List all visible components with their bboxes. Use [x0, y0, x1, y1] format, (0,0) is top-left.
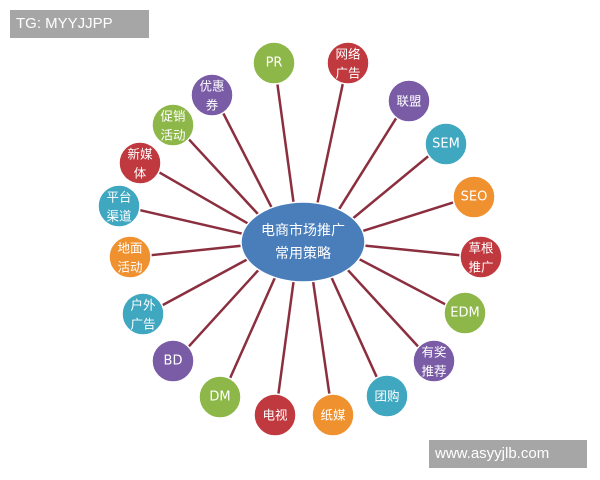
node-circle [424, 122, 468, 166]
connector-line-dm [228, 273, 278, 379]
strategy-node-dm: DM [198, 375, 242, 419]
node-circle [443, 291, 487, 335]
strategy-node-edm: EDM [443, 291, 487, 335]
node-circle [452, 175, 496, 219]
node-label-line-1: 联盟 [396, 94, 421, 109]
node-circle [108, 235, 152, 279]
node-label-line-1: 优惠 [199, 79, 224, 94]
node-label-line-1: 地面 [117, 241, 142, 256]
watermark-bottom: www.asyyjlb.com [429, 440, 587, 468]
strategy-node-print-media: 纸媒 [311, 393, 355, 437]
watermark-top: TG: MYYJJPP [10, 10, 149, 38]
connector-lines [139, 83, 461, 395]
node-label-line-1: 电视 [262, 408, 288, 423]
node-label-line-2: 推广 [468, 260, 493, 275]
node-label-line-2: 广告 [130, 317, 155, 332]
connector-line-bd [187, 265, 263, 348]
node-label-line-1: 新媒 [127, 147, 153, 162]
connector-line-outdoor-ads [161, 255, 253, 307]
node-label-line-1: PR [266, 56, 283, 71]
node-circle [387, 79, 431, 123]
node-label-line-1: 平台 [106, 190, 131, 205]
node-circle [253, 393, 297, 437]
node-circle [459, 235, 503, 279]
connector-line-edm [353, 255, 447, 306]
connector-line-print-media [311, 277, 331, 395]
connector-line-sem [348, 154, 430, 223]
node-circle [121, 292, 165, 336]
node-label-line-1: 纸媒 [320, 408, 346, 423]
connector-line-new-media [158, 171, 254, 228]
node-label-line-2: 活动 [117, 260, 142, 275]
connector-line-alliance [335, 117, 398, 214]
node-label-line-2: 券 [206, 98, 219, 113]
node-label-line-1: 草根 [468, 241, 494, 256]
node-label-line-2: 推荐 [421, 364, 446, 379]
strategy-node-new-media: 新媒体 [118, 141, 162, 185]
connector-line-online-ads [315, 83, 345, 208]
node-circle [151, 339, 195, 383]
strategy-node-seo: SEO [452, 175, 496, 219]
strategy-node-sem: SEM [424, 122, 468, 166]
connector-line-tv [277, 277, 296, 395]
node-label-line-1: 有奖 [421, 345, 446, 360]
center-label-line-2: 常用策略 [275, 245, 331, 262]
strategy-node-tv: 电视 [253, 393, 297, 437]
node-label-line-1: 户外 [130, 298, 156, 313]
connector-line-promotions [187, 138, 263, 219]
node-circle [252, 41, 296, 85]
node-label-line-2: 渠道 [106, 209, 132, 224]
node-label-line-1: BD [164, 354, 183, 369]
node-circle [311, 393, 355, 437]
node-label-line-1: SEO [461, 190, 488, 205]
center-node: 电商市场推广 常用策略 [240, 201, 366, 283]
connector-line-coupons [221, 112, 275, 212]
center-label-line-1: 电商市场推广 [261, 222, 345, 239]
node-circle [365, 374, 409, 418]
node-circle [190, 73, 234, 117]
connector-line-seo [356, 201, 455, 235]
connector-line-platform-channels [139, 208, 249, 237]
node-circle [198, 375, 242, 419]
strategy-node-group-buy: 团购 [365, 374, 409, 418]
connector-line-pr [276, 83, 296, 207]
strategy-node-coupons: 优惠券 [190, 73, 234, 117]
node-label-line-1: 网络 [335, 47, 361, 62]
strategy-node-pr: PR [252, 41, 296, 85]
center-ellipse [240, 201, 366, 283]
node-circle [118, 141, 162, 185]
node-label-line-1: 促销 [160, 109, 185, 124]
node-label-line-1: 团购 [374, 389, 399, 404]
node-label-line-2: 广告 [335, 66, 360, 81]
node-label-line-2: 体 [134, 166, 147, 181]
node-label-line-1: DM [209, 390, 230, 405]
strategy-node-bd: BD [151, 339, 195, 383]
connector-line-ground-events [150, 243, 248, 257]
connector-line-referral [343, 265, 420, 348]
node-circle [326, 41, 370, 85]
strategy-nodes: PR网络广告联盟SEMSEO草根推广EDM有奖推荐团购纸媒电视DMBD户外广告地… [97, 41, 503, 437]
node-circle [97, 184, 141, 228]
node-circle [151, 103, 195, 147]
connector-line-grassroots [358, 243, 461, 257]
node-label-line-1: SEM [432, 137, 460, 152]
connector-line-group-buy [328, 273, 379, 379]
node-circle [412, 339, 456, 383]
node-label-line-1: EDM [450, 306, 479, 321]
node-label-line-2: 活动 [160, 128, 185, 143]
strategy-node-alliance: 联盟 [387, 79, 431, 123]
